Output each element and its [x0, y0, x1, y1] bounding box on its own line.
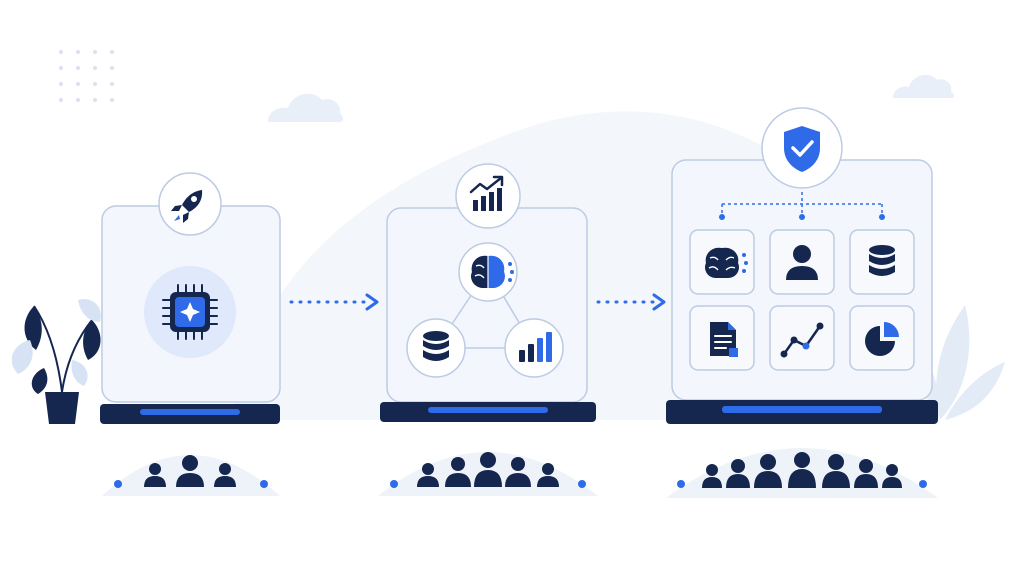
person-icon	[788, 452, 816, 488]
stage-2-badge	[455, 163, 521, 229]
cloud-icon	[893, 74, 954, 98]
shield-check-icon	[784, 126, 820, 172]
audience-dot	[114, 480, 122, 488]
tile-pie-chart	[849, 305, 915, 371]
audience-group	[417, 452, 559, 487]
stage-2	[370, 160, 610, 500]
dotted-arrow-icon	[289, 293, 379, 311]
person-icon	[474, 452, 502, 487]
person-icon	[754, 454, 782, 488]
audience-dot	[919, 480, 927, 488]
person-icon	[214, 463, 236, 487]
stage-3-svg	[666, 107, 938, 498]
person-icon	[445, 457, 471, 487]
database-icon	[869, 245, 895, 276]
dotted-arrow-icon	[596, 293, 666, 311]
stage-3	[656, 100, 956, 500]
line-chart-icon	[780, 322, 824, 358]
cloud-icon	[268, 93, 343, 122]
connector-2	[592, 290, 692, 314]
pie-chart-icon	[865, 322, 899, 356]
person-icon	[702, 464, 722, 488]
user-icon	[786, 245, 818, 280]
bar-chart-icon	[519, 332, 552, 362]
stage-2-svg	[378, 163, 598, 496]
brain-icon	[471, 255, 514, 288]
person-icon	[882, 464, 902, 488]
person-icon	[822, 454, 850, 488]
person-icon	[417, 463, 439, 487]
database-icon	[423, 331, 449, 361]
brain-icon	[705, 247, 748, 278]
rocket-icon	[171, 190, 203, 223]
person-icon	[176, 455, 204, 487]
person-icon	[144, 463, 166, 487]
trending-chart-icon	[469, 175, 504, 211]
document-icon	[710, 322, 738, 357]
audience-dot	[390, 480, 398, 488]
tile-line-chart	[769, 305, 835, 371]
stage-1-stand-light	[140, 409, 240, 415]
person-icon	[854, 459, 878, 488]
stage-1	[90, 172, 290, 500]
stage-1-svg	[100, 172, 281, 496]
dot-grid	[59, 50, 114, 102]
audience-group	[702, 452, 902, 488]
stage-3-stand-light	[722, 406, 882, 413]
person-icon	[537, 463, 559, 487]
audience-dot	[260, 480, 268, 488]
audience-group	[144, 455, 236, 487]
tree-connector	[721, 192, 883, 214]
person-icon	[505, 457, 531, 487]
person-icon	[726, 459, 750, 488]
stage-2-stand-light	[428, 407, 548, 413]
ai-chip-icon	[162, 284, 218, 340]
audience-dot	[677, 480, 685, 488]
audience-dot	[578, 480, 586, 488]
tree-connector-dots	[719, 214, 885, 220]
stage-2-panel	[386, 207, 588, 403]
plant-icon	[11, 299, 101, 424]
connector-1	[285, 290, 385, 314]
